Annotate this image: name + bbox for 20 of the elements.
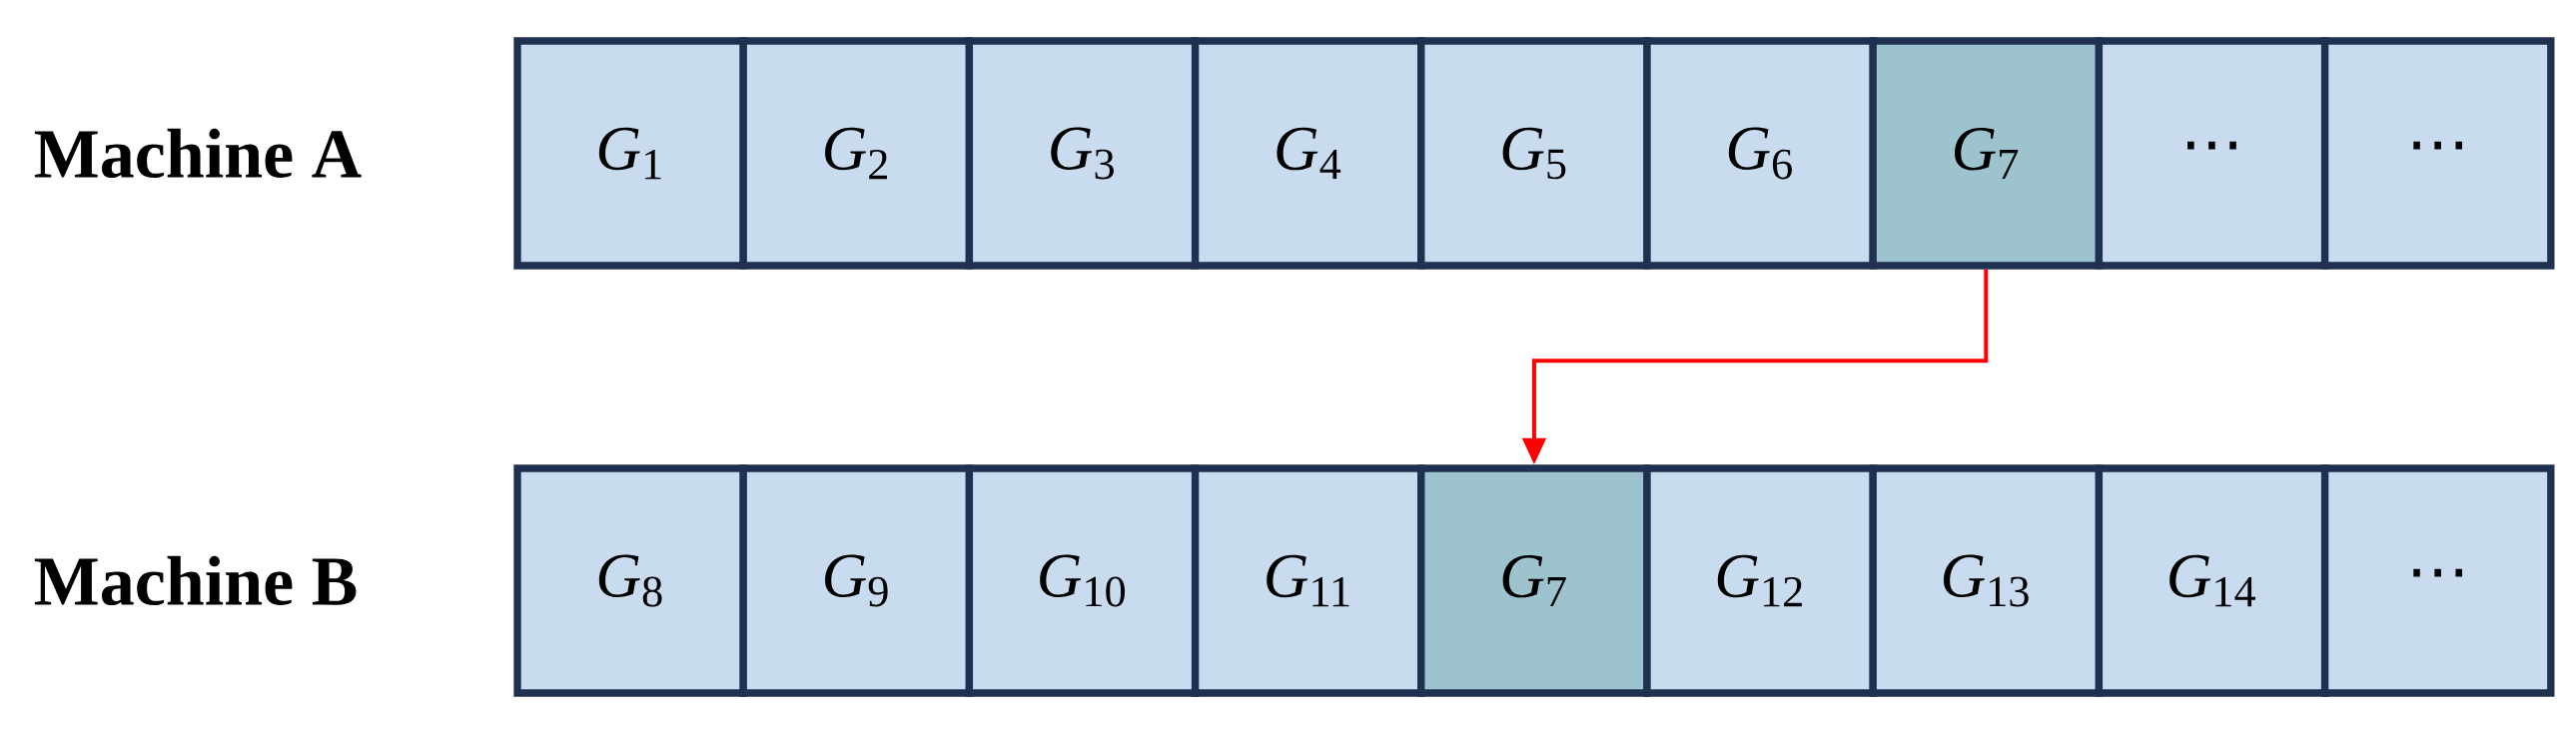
- grid-cell: G$_{6}$: [1643, 37, 1877, 270]
- grid-cell: G$_{1}$: [513, 37, 747, 270]
- grid-cell: G$_{7}$: [1869, 37, 2104, 270]
- grid-cell: G$_{3}$: [965, 37, 1200, 270]
- grid-cell: G$_{2}$: [739, 37, 974, 270]
- grid-cell: G$_{4}$: [1191, 37, 1425, 270]
- row-label: Machine A: [34, 128, 362, 179]
- grid-cell: G$_{9}$: [739, 464, 974, 697]
- grid-cell: ⋯: [2320, 37, 2555, 270]
- row-label: Machine B: [34, 555, 357, 606]
- grid-cell: G$_{11}$: [1191, 464, 1425, 697]
- grid-cell: G$_{5}$: [1417, 37, 1651, 270]
- grid-cell: G$_{14}$: [2095, 464, 2329, 697]
- grid-cell: G$_{8}$: [513, 464, 747, 697]
- grid-cell: ⋯: [2095, 37, 2329, 270]
- grid-cell: G$_{12}$: [1643, 464, 1877, 697]
- grid-cell: G$_{7}$: [1417, 464, 1651, 697]
- grid-cell: G$_{13}$: [1869, 464, 2104, 697]
- grid-cell: ⋯: [2320, 464, 2555, 697]
- grid-cell: G$_{10}$: [965, 464, 1200, 697]
